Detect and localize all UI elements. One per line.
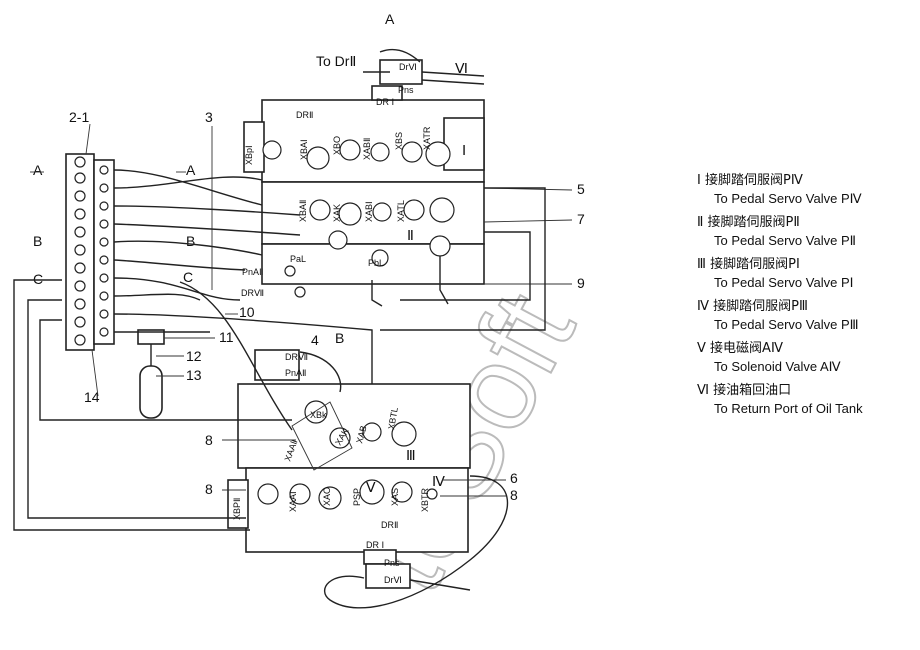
callout-8-b: 8 [205, 481, 213, 497]
port-drii: DRⅡ [296, 110, 313, 120]
port-xas: XAS [390, 488, 400, 506]
port-pns-lower: Pns [384, 558, 400, 568]
legend-num: Ⅱ [697, 215, 704, 230]
port-drvii-lower: DRⅦ [285, 352, 308, 362]
roman-i: Ⅰ [462, 142, 466, 158]
port-xbaii: XBAⅡ [298, 200, 308, 222]
callout-11: 11 [219, 329, 234, 345]
roman-ii: Ⅱ [407, 227, 414, 243]
legend-num: Ⅳ [697, 299, 709, 314]
legend-en: To Pedal Servo Valve PⅣ [714, 191, 862, 206]
port-dri-top: DR Ⅰ [376, 97, 394, 107]
to-dr-label: To DrⅡ [316, 53, 356, 69]
port-drvi-lower: DrⅥ [384, 575, 402, 585]
legend-en: To Pedal Servo Valve PⅢ [714, 317, 859, 332]
port-xabii: XABⅡ [362, 138, 372, 160]
section-b-left: B [33, 233, 42, 249]
port-xbpii: XBPⅡ [232, 498, 242, 520]
legend-cn: 接电磁阀AⅣ [710, 341, 783, 356]
roman-iv: Ⅳ [432, 473, 445, 489]
legend-cn: 接脚踏伺服阀PⅢ [713, 299, 808, 314]
legend-item-3: Ⅲ 接脚踏伺服阀PⅠ To Pedal Servo Valve PⅠ [697, 256, 917, 292]
callout-5: 5 [577, 181, 585, 197]
callout-12: 12 [186, 348, 202, 364]
legend-cn: 接脚踏伺服阀PⅡ [707, 215, 800, 230]
legend-num: Ⅰ [697, 173, 701, 188]
callout-10: 10 [239, 304, 255, 320]
callout-7: 7 [577, 211, 585, 227]
port-drvii: DRⅦ [241, 288, 264, 298]
roman-vi-top: Ⅵ [455, 60, 468, 76]
port-xatl: XATL [396, 200, 406, 222]
port-xab: XAB [354, 425, 368, 445]
callout-2-1: 2-1 [69, 109, 89, 125]
roman-v: Ⅴ [366, 479, 376, 495]
legend-num: Ⅴ [697, 341, 706, 356]
legend-item-1: Ⅰ 接脚踏伺服阀PⅣ To Pedal Servo Valve PⅣ [697, 172, 917, 208]
callout-8-c: 8 [510, 487, 518, 503]
legend-item-6: Ⅵ 接油箱回油口 To Return Port of Oil Tank [697, 382, 917, 418]
port-dri-lower: DR Ⅰ [366, 540, 384, 550]
port-xbtl: XBTL [386, 406, 400, 430]
legend-cn: 接脚踏伺服阀PⅣ [704, 173, 803, 188]
port-drvi-top: DrⅥ [399, 62, 417, 72]
junction-manifold [65, 153, 165, 419]
legend: Ⅰ 接脚踏伺服阀PⅣ To Pedal Servo Valve PⅣ Ⅱ 接脚踏… [697, 172, 917, 424]
section-c-right: C [183, 269, 193, 285]
section-c-left: C [33, 271, 43, 287]
port-psp: PSP [352, 488, 362, 506]
port-xabi: XABⅠ [364, 201, 374, 222]
port-xbtr: XBTR [420, 487, 430, 512]
callout-6: 6 [510, 470, 518, 486]
port-xba: XBAⅠ [299, 139, 309, 160]
legend-en: To Return Port of Oil Tank [714, 401, 863, 416]
callout-9: 9 [577, 275, 585, 291]
section-a-left: A [33, 162, 43, 178]
callout-3: 3 [205, 109, 213, 125]
port-pns-top: Pns [398, 85, 414, 95]
port-xbo: XBO [332, 136, 342, 155]
callout-8-a: 8 [205, 432, 213, 448]
section-a-right: A [186, 162, 196, 178]
port-pal: PaL [290, 254, 306, 264]
legend-item-2: Ⅱ 接脚踏伺服阀PⅡ To Pedal Servo Valve PⅡ [697, 214, 917, 250]
legend-en: To Pedal Servo Valve PⅠ [714, 275, 854, 290]
legend-en: To Pedal Servo Valve PⅡ [714, 233, 857, 248]
port-xbk: XBk [310, 410, 327, 420]
section-b-center: B [335, 330, 344, 346]
callout-13: 13 [186, 367, 202, 383]
upper-valve-block [243, 59, 485, 298]
callout-14: 14 [84, 389, 100, 405]
legend-cn: 接油箱回油口 [713, 383, 792, 398]
port-xao: XAO [322, 487, 332, 506]
legend-cn: 接脚踏伺服阀PⅠ [710, 257, 800, 272]
legend-num: Ⅲ [697, 257, 706, 272]
port-drii-lower: DRⅡ [381, 520, 398, 530]
port-pnaii-lower: PnAⅡ [285, 368, 306, 378]
lower-valve-block [227, 349, 471, 589]
port-xaai: XAAⅠ [288, 491, 298, 512]
port-xbp: XBpⅠ [244, 145, 254, 165]
roman-iii: Ⅲ [406, 447, 416, 463]
section-b-right: B [186, 233, 195, 249]
hydraulic-pipes [13, 48, 546, 609]
port-xak: XAK [332, 204, 342, 222]
legend-num: Ⅵ [697, 383, 709, 398]
callout-4: 4 [311, 332, 319, 348]
port-pnaii-upper: PnAⅡ [242, 267, 263, 277]
view-label-a: A [385, 11, 395, 27]
legend-item-4: Ⅳ 接脚踏伺服阀PⅢ To Pedal Servo Valve PⅢ [697, 298, 917, 334]
leader-lines [30, 123, 573, 497]
port-pbl: PbL [368, 258, 384, 268]
port-xatr: XATR [422, 126, 432, 150]
legend-item-5: Ⅴ 接电磁阀AⅣ To Solenoid Valve AⅣ [697, 340, 917, 376]
port-xbs: XBS [394, 132, 404, 150]
legend-en: To Solenoid Valve AⅣ [714, 359, 841, 374]
